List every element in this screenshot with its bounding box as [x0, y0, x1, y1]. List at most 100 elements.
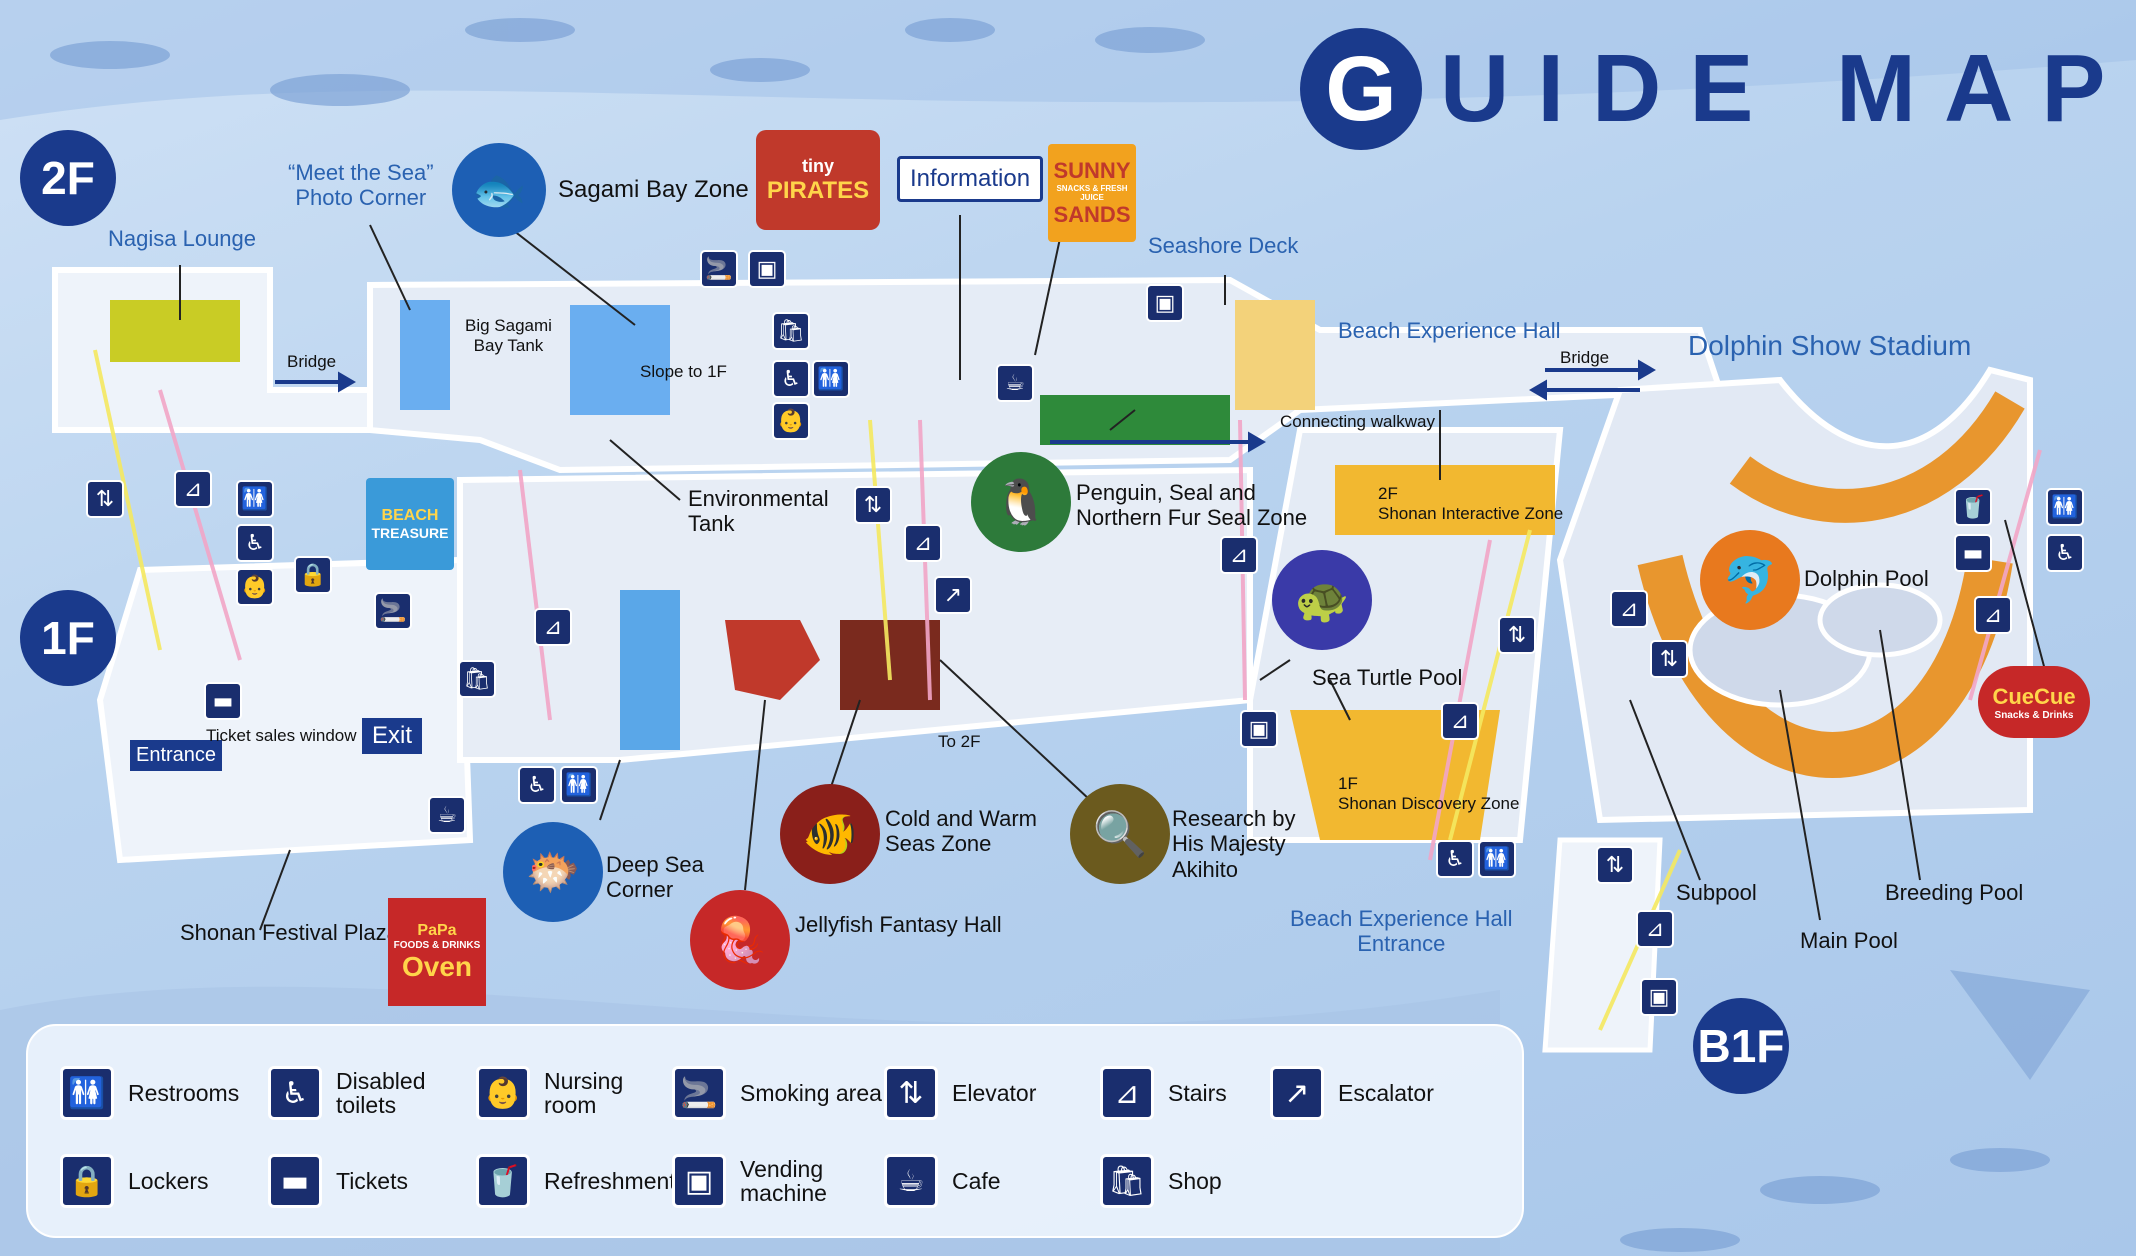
floor-badge-2f: 2F	[20, 130, 116, 226]
smoking-icon: 🚬	[700, 250, 738, 288]
cafe-icon: ☕	[884, 1154, 938, 1208]
label-beach-hall-entrance: Beach Experience Hall Entrance	[1290, 906, 1513, 957]
stairs-icon: ⊿	[1220, 536, 1258, 574]
legend-item-escalator: ↗ Escalator	[1270, 1066, 1434, 1120]
locker-icon: 🔒	[60, 1154, 114, 1208]
label-nagisa-lounge: Nagisa Lounge	[108, 226, 257, 251]
seashore-deck-area	[1235, 300, 1315, 410]
legend-label: Disabled toilets	[336, 1067, 426, 1118]
stairs-icon: ⊿	[1974, 596, 2012, 634]
beach-treasure-line1: BEACH	[381, 507, 439, 524]
shonan-interactive-zone-area	[1335, 465, 1555, 535]
disabled-toilet-icon: ♿	[236, 524, 274, 562]
guide-map-title: G UIDE MAP	[1300, 28, 2133, 150]
legend-label: Lockers	[128, 1167, 209, 1194]
deep-sea-corner-icon: 🐡	[503, 822, 603, 922]
label-jellyfish-hall: Jellyfish Fantasy Hall	[795, 912, 1002, 937]
stairs-icon: ⊿	[1610, 590, 1648, 628]
label-deep-sea-corner: Deep Sea Corner	[606, 852, 704, 903]
legend-panel: 🚻 Restrooms ♿ Disabled toilets 👶 Nursing…	[26, 1024, 1524, 1238]
label-subpool: Subpool	[1676, 880, 1757, 905]
shonan-discovery-zone-area	[1290, 710, 1500, 840]
legend-label: Escalator	[1338, 1079, 1434, 1106]
deep-sea-tank	[620, 590, 680, 750]
legend-item-refreshments: 🥤 Refreshments	[476, 1154, 687, 1208]
sunny-sands-line1: SUNNY	[1053, 158, 1131, 183]
legend-item-shop: 🛍 Shop	[1100, 1154, 1222, 1208]
label-research-akihito: Research by His Majesty Akihito	[1172, 806, 1296, 882]
legend-item-elevator: ⇅ Elevator	[884, 1066, 1036, 1120]
elevator-icon: ⇅	[1596, 846, 1634, 884]
legend-item-smoking-area: 🚬 Smoking area	[672, 1066, 882, 1120]
stairs-icon: ⊿	[1441, 702, 1479, 740]
nursing-room-icon: 👶	[476, 1066, 530, 1120]
label-penguin-zone: Penguin, Seal and Northern Fur Seal Zone	[1076, 480, 1308, 531]
cue-cue-line2: Snacks & Drinks	[1994, 709, 2074, 721]
vending-machine-icon: ▣	[1240, 710, 1278, 748]
locker-icon: 🔒	[294, 556, 332, 594]
legend-label: Stairs	[1168, 1079, 1227, 1106]
smoking-icon: 🚬	[374, 592, 412, 630]
restroom-icon: 🚻	[236, 480, 274, 518]
tiny-pirates-line1: tiny	[801, 155, 834, 176]
legend-label: Refreshments	[544, 1167, 688, 1194]
disabled-toilet-icon: ♿	[2046, 534, 2084, 572]
label-bridge-left: Bridge	[287, 352, 337, 371]
nursing-room-icon: 👶	[772, 402, 810, 440]
big-sagami-bay-tank-area	[570, 305, 670, 415]
elevator-icon: ⇅	[86, 480, 124, 518]
legend-item-vending-machine: ▣ Vending machine	[672, 1154, 827, 1208]
sagami-bay-zone-icon: 🐟	[452, 143, 546, 237]
vending-machine-icon: ▣	[1146, 284, 1184, 322]
sunny-sands-logo: SUNNY SNACKS & FRESH JUICE SANDS	[1048, 144, 1136, 242]
stairs-icon: ⊿	[904, 524, 942, 562]
photo-corner-area	[400, 300, 450, 410]
vending-machine-icon: ▣	[1640, 978, 1678, 1016]
beach-treasure-logo: BEACH TREASURE	[366, 478, 454, 570]
refreshment-icon: 🥤	[1954, 488, 1992, 526]
label-dolphin-show-stadium: Dolphin Show Stadium	[1688, 330, 1972, 361]
label-dolphin-pool: Dolphin Pool	[1804, 566, 1929, 591]
beach-treasure-line2: TREASURE	[371, 525, 449, 541]
ticket-icon: ▬	[1954, 534, 1992, 572]
cold-warm-seas-icon: 🐠	[780, 784, 880, 884]
restroom-icon: 🚻	[560, 766, 598, 804]
title-text: UIDE MAP	[1440, 35, 2134, 142]
nagisa-lounge-area	[110, 300, 240, 362]
shop-icon: 🛍	[1100, 1154, 1154, 1208]
label-sea-turtle-pool: Sea Turtle Pool	[1312, 665, 1463, 690]
label-seashore-deck: Seashore Deck	[1148, 233, 1299, 258]
escalator-icon: ↗	[1270, 1066, 1324, 1120]
stairs-icon: ⊿	[1636, 910, 1674, 948]
papa-oven-line2: FOODS & DRINKS	[393, 939, 481, 951]
legend-item-lockers: 🔒 Lockers	[60, 1154, 209, 1208]
papa-oven-line3: Oven	[401, 950, 473, 982]
label-environmental-tank: Environmental Tank	[688, 486, 829, 537]
jellyfish-tank	[725, 620, 820, 700]
legend-label: Shop	[1168, 1167, 1222, 1194]
elevator-icon: ⇅	[1650, 640, 1688, 678]
legend-item-disabled-toilets: ♿ Disabled toilets	[268, 1066, 426, 1120]
legend-item-tickets: ▬ Tickets	[268, 1154, 408, 1208]
label-meet-the-sea: “Meet the Sea” Photo Corner	[288, 160, 434, 211]
legend-label: Nursing room	[544, 1067, 624, 1118]
label-breeding-pool: Breeding Pool	[1885, 880, 2024, 905]
legend-item-stairs: ⊿ Stairs	[1100, 1066, 1227, 1120]
breeding-pool-shape	[1817, 582, 1943, 658]
elevator-icon: ⇅	[854, 486, 892, 524]
cafe-icon: ☕	[428, 796, 466, 834]
papa-oven-logo: PaPa FOODS & DRINKS Oven	[388, 898, 486, 1006]
shonan-festival-plaza-building	[96, 556, 474, 864]
restroom-icon: 🚻	[1478, 840, 1516, 878]
exit-sign: Exit	[362, 718, 423, 754]
restroom-icon: 🚻	[60, 1066, 114, 1120]
restroom-icon: 🚻	[812, 360, 850, 398]
legend-item-cafe: ☕ Cafe	[884, 1154, 1001, 1208]
label-slope-to-1f: Slope to 1F	[640, 362, 727, 381]
label-cold-warm-seas: Cold and Warm Seas Zone	[885, 806, 1038, 857]
title-letter-g: G	[1300, 28, 1422, 150]
sunny-sands-line3: SANDS	[1053, 202, 1131, 227]
legend-label: Tickets	[336, 1167, 408, 1194]
legend-label: Smoking area	[740, 1079, 882, 1106]
